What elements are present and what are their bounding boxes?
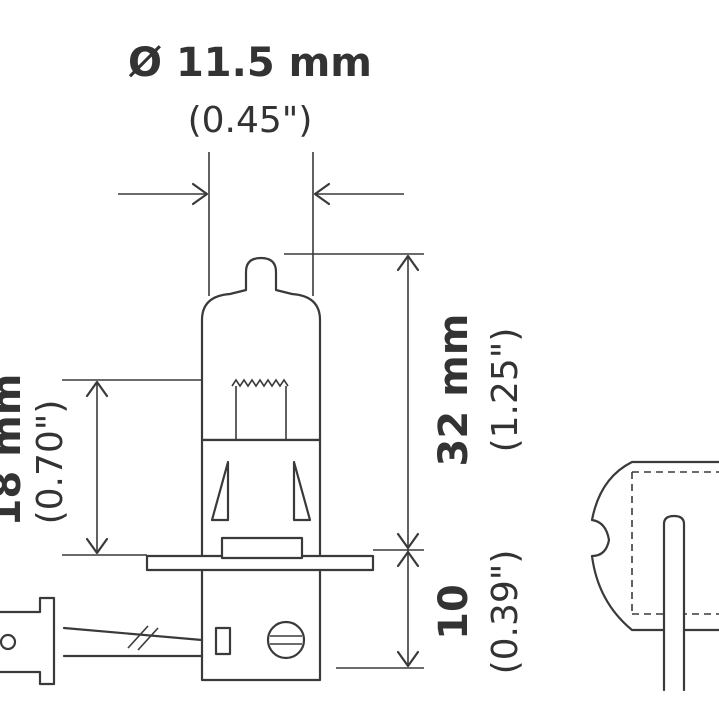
connector-plug — [0, 596, 56, 686]
diameter-imperial-label: (0.45") — [188, 100, 313, 141]
diameter-metric-label: Ø 11.5 mm — [128, 40, 372, 86]
height-imperial-label: (1.25") — [485, 328, 526, 453]
diameter-dimension-lines — [118, 152, 404, 296]
light-center-dimension-lines — [62, 379, 202, 556]
base-metric-label: 10 — [431, 584, 477, 640]
base-bottom-view — [590, 460, 719, 692]
bulb-base — [145, 438, 375, 682]
filament — [231, 378, 289, 440]
light-center-imperial-label: (0.70") — [30, 400, 71, 525]
height-metric-label: 32 mm — [431, 314, 477, 467]
light-center-metric-label: 18 mm — [0, 374, 30, 527]
base-imperial-label: (0.39") — [485, 550, 526, 675]
height-dimension-lines — [284, 253, 424, 669]
bulb-glass — [200, 256, 322, 442]
lead-wire — [62, 625, 204, 658]
